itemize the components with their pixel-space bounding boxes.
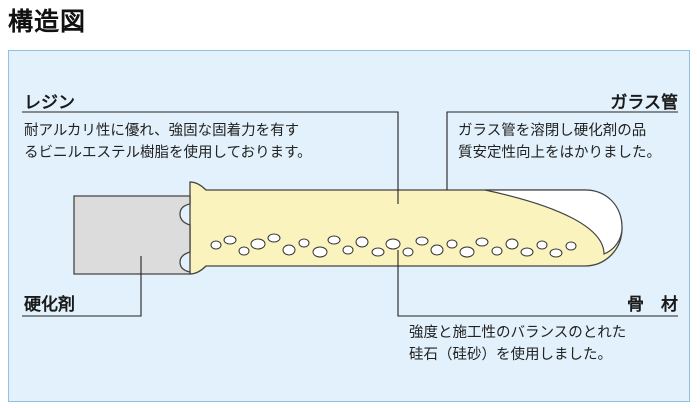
aggregate-stones — [210, 233, 577, 258]
glass-tube-heading: ガラス管 — [610, 93, 678, 113]
resin-heading: レジン — [24, 93, 75, 113]
resin-description: 耐アルカリ性に優れ、強固な固着力を有す るビニルエステル樹脂を使用しております。 — [24, 120, 404, 164]
leader-lines — [22, 111, 678, 317]
glass-tube-leader — [446, 111, 678, 190]
aggregate-description-line-2: 硅石（硅砂）を使用しました。 — [409, 347, 612, 363]
glass-tube-tip — [484, 189, 623, 255]
aggregate-leader — [397, 250, 678, 317]
resin-description-line-2: るビニルエステル樹脂を使用しております。 — [24, 145, 312, 161]
hardener-leader — [22, 256, 142, 317]
capsule-hardener-end — [73, 195, 191, 275]
glass-tube-description-line-2: 質安定性向上をはかりました。 — [458, 145, 661, 161]
aggregate-description: 強度と施工性のバランスのとれた 硅石（硅砂）を使用しました。 — [409, 322, 689, 366]
page-title: 構造図 — [8, 7, 87, 36]
resin-leader — [22, 111, 399, 204]
hardener-heading: 硬化剤 — [24, 295, 75, 315]
resin-description-line-1: 耐アルカリ性に優れ、強固な固着力を有す — [24, 123, 300, 139]
aggregate-description-line-1: 強度と施工性のバランスのとれた — [409, 325, 627, 341]
glass-tube-description: ガラス管を溶閉し硬化剤の品 質安定性向上をはかりました。 — [458, 120, 688, 164]
aggregate-heading: 骨 材 — [627, 295, 678, 315]
glass-tube-description-line-1: ガラス管を溶閉し硬化剤の品 — [458, 123, 647, 139]
